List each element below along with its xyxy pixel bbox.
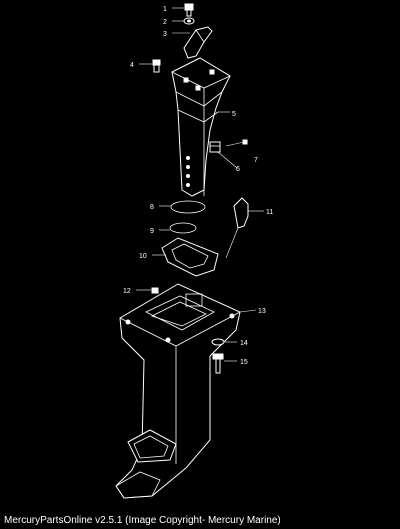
part-14-washer[interactable]	[211, 338, 225, 346]
callout-4: 4	[130, 62, 134, 69]
copyright-footer: MercuryPartsOnline v2.5.1 (Image Copyrig…	[4, 515, 281, 526]
part-8-o-ring[interactable]	[170, 200, 206, 214]
callout-2: 2	[163, 19, 167, 26]
part-12-plug[interactable]	[151, 287, 159, 294]
callout-1: 1	[163, 6, 167, 13]
part-5-upper-housing[interactable]	[171, 57, 231, 197]
part-3-bracket[interactable]	[183, 26, 213, 59]
part-13-lower-housing[interactable]	[115, 283, 241, 499]
leader-lines	[136, 7, 264, 362]
callout-6: 6	[236, 166, 240, 173]
callout-9: 9	[150, 228, 154, 235]
part-7-pin[interactable]	[225, 139, 248, 147]
part-6-nut[interactable]	[209, 141, 221, 153]
callout-labels: 1 2 3 4 5 6 7 8 9 10 11 12 13 14 15	[123, 6, 273, 366]
callout-10: 10	[139, 253, 147, 260]
callout-3: 3	[163, 31, 167, 38]
part-4-grommet[interactable]	[152, 59, 161, 73]
callout-7: 7	[254, 157, 258, 164]
callout-14: 14	[240, 340, 248, 347]
callout-11: 11	[266, 209, 273, 216]
callout-12: 12	[123, 288, 131, 295]
part-10-gasket[interactable]	[161, 237, 219, 277]
callout-8: 8	[150, 204, 154, 211]
callout-15: 15	[240, 359, 248, 366]
callout-13: 13	[258, 308, 266, 315]
part-2-washer[interactable]	[183, 17, 195, 25]
part-1-screw[interactable]	[184, 3, 194, 17]
callout-5: 5	[232, 111, 236, 118]
part-15-bolt[interactable]	[212, 353, 224, 374]
part-9-o-ring[interactable]	[169, 222, 197, 234]
part-11-lever[interactable]	[225, 197, 249, 259]
